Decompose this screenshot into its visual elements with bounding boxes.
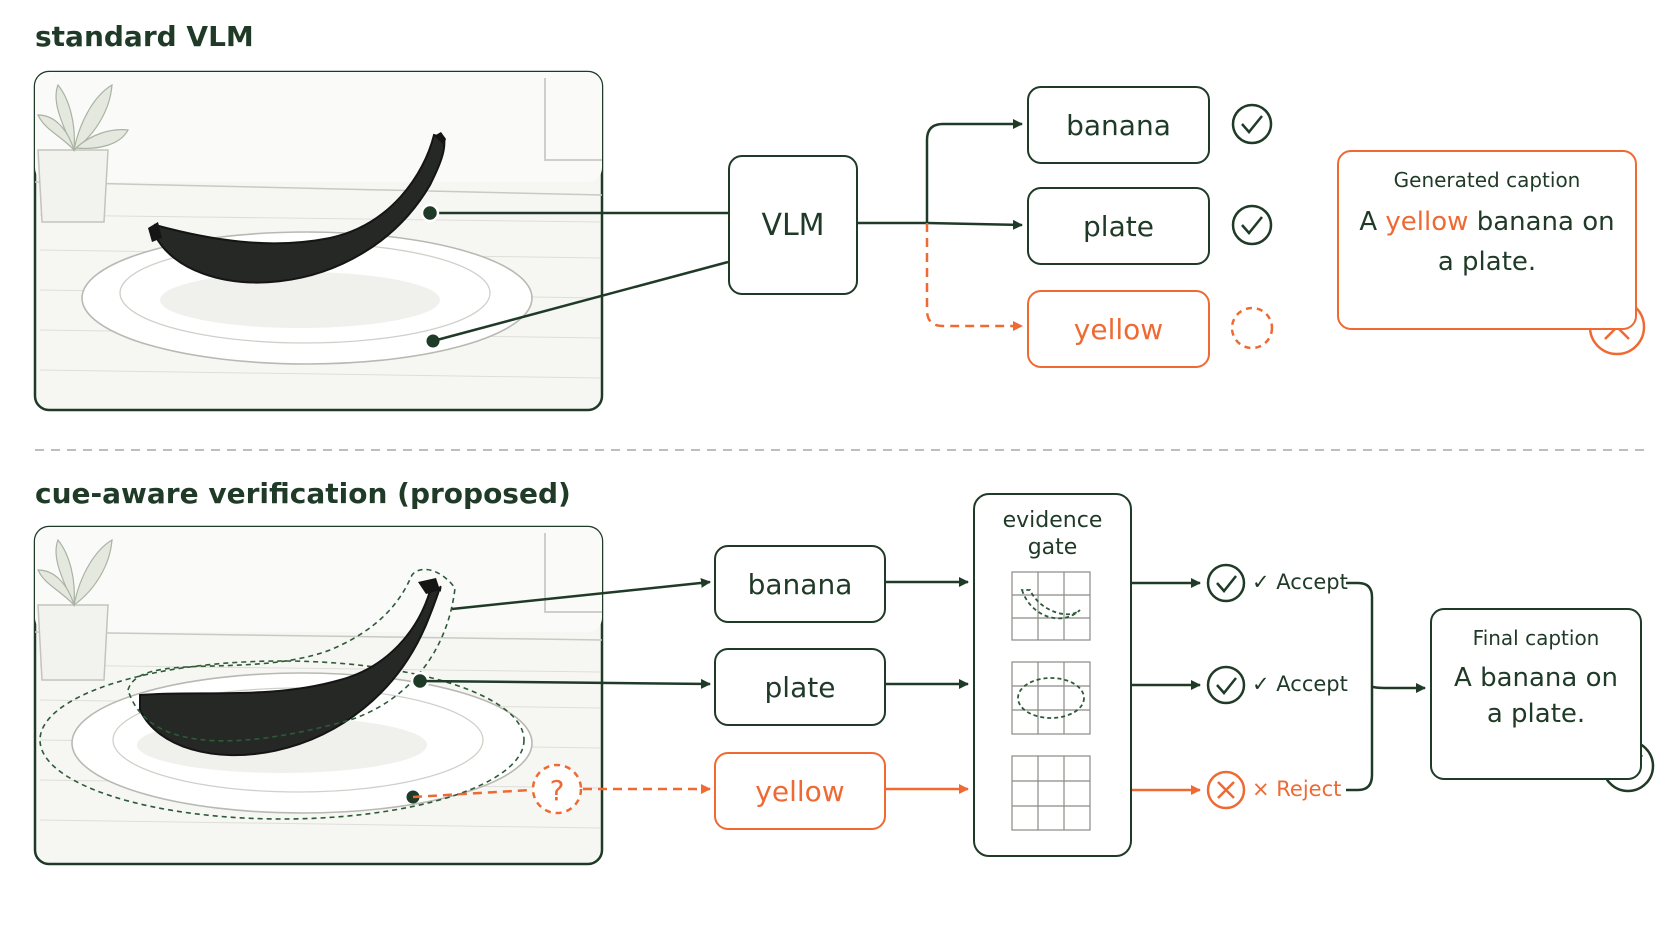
empty-evidence-thumbnail bbox=[1011, 755, 1091, 831]
gate-thumbnails bbox=[1011, 571, 1091, 831]
plate-evidence-thumbnail bbox=[1011, 661, 1091, 735]
output-label: banana bbox=[1066, 108, 1171, 142]
output-label: yellow bbox=[755, 774, 845, 808]
check-icon bbox=[1206, 563, 1246, 603]
output-label: plate bbox=[1083, 209, 1154, 243]
cross-icon bbox=[1206, 770, 1246, 810]
proposed-output-banana: banana bbox=[714, 545, 886, 623]
dashed-circle-icon bbox=[1230, 306, 1274, 350]
proposed-section-title: cue-aware verification (proposed) bbox=[35, 477, 571, 510]
evidence-gate-box: evidence gate bbox=[973, 493, 1132, 857]
evidence-gate-title: evidence gate bbox=[1002, 508, 1103, 560]
decision-accept-banana: ✓ Accept bbox=[1252, 570, 1348, 594]
final-caption-box: Final caption A banana on a plate. bbox=[1430, 608, 1642, 780]
standard-section-title: standard VLM bbox=[35, 20, 254, 53]
banana-evidence-thumbnail bbox=[1011, 571, 1091, 641]
proposed-output-plate: plate bbox=[714, 648, 886, 726]
vlm-model-label: VLM bbox=[761, 207, 825, 243]
caption-text: A banana on a plate. bbox=[1454, 663, 1618, 729]
caption-text: A yellow banana on a plate. bbox=[1359, 207, 1615, 277]
decision-accept-plate: ✓ Accept bbox=[1252, 672, 1348, 696]
vlm-model-box: VLM bbox=[728, 155, 858, 295]
standard-status-icons bbox=[1230, 103, 1274, 350]
decision-icons bbox=[1206, 563, 1246, 810]
proposed-photo bbox=[33, 525, 604, 866]
check-icon bbox=[1206, 665, 1246, 705]
svg-text:?: ? bbox=[550, 774, 565, 807]
hallucinated-word: yellow bbox=[1385, 207, 1469, 237]
standard-output-plate: plate bbox=[1027, 187, 1210, 265]
output-label: yellow bbox=[1073, 312, 1164, 346]
standard-output-banana: banana bbox=[1027, 86, 1210, 164]
caption-heading: Generated caption bbox=[1393, 168, 1581, 192]
standard-output-yellow: yellow bbox=[1027, 290, 1210, 368]
check-icon bbox=[1231, 204, 1273, 246]
output-label: plate bbox=[764, 670, 836, 704]
decision-reject-yellow: × Reject bbox=[1252, 777, 1342, 801]
proposed-output-yellow: yellow bbox=[714, 752, 886, 830]
proposed-connectors bbox=[406, 577, 1426, 804]
generated-caption-box: Generated caption A yellow banana on a p… bbox=[1337, 150, 1637, 330]
plant-icon bbox=[37, 538, 113, 608]
plant-icon bbox=[37, 83, 129, 153]
check-icon bbox=[1231, 103, 1273, 145]
output-label: banana bbox=[747, 567, 853, 601]
standard-photo bbox=[33, 70, 604, 412]
standard-connectors bbox=[420, 119, 1023, 348]
question-mark-icon: ? bbox=[531, 763, 583, 815]
caption-heading: Final caption bbox=[1472, 626, 1600, 650]
